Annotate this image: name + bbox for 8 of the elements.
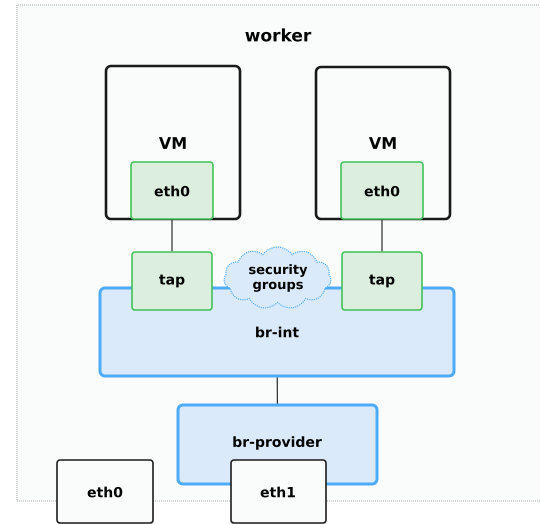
interface-box: eth0 <box>56 459 154 524</box>
tap-box: tap <box>131 251 213 311</box>
tap-box: tap <box>341 251 423 311</box>
connector-line <box>276 377 278 404</box>
security-cloud: security groups <box>224 246 332 308</box>
interface-box: eth0 <box>340 161 424 220</box>
interface-box: eth0 <box>130 161 214 220</box>
interface-box: eth1 <box>230 459 327 524</box>
